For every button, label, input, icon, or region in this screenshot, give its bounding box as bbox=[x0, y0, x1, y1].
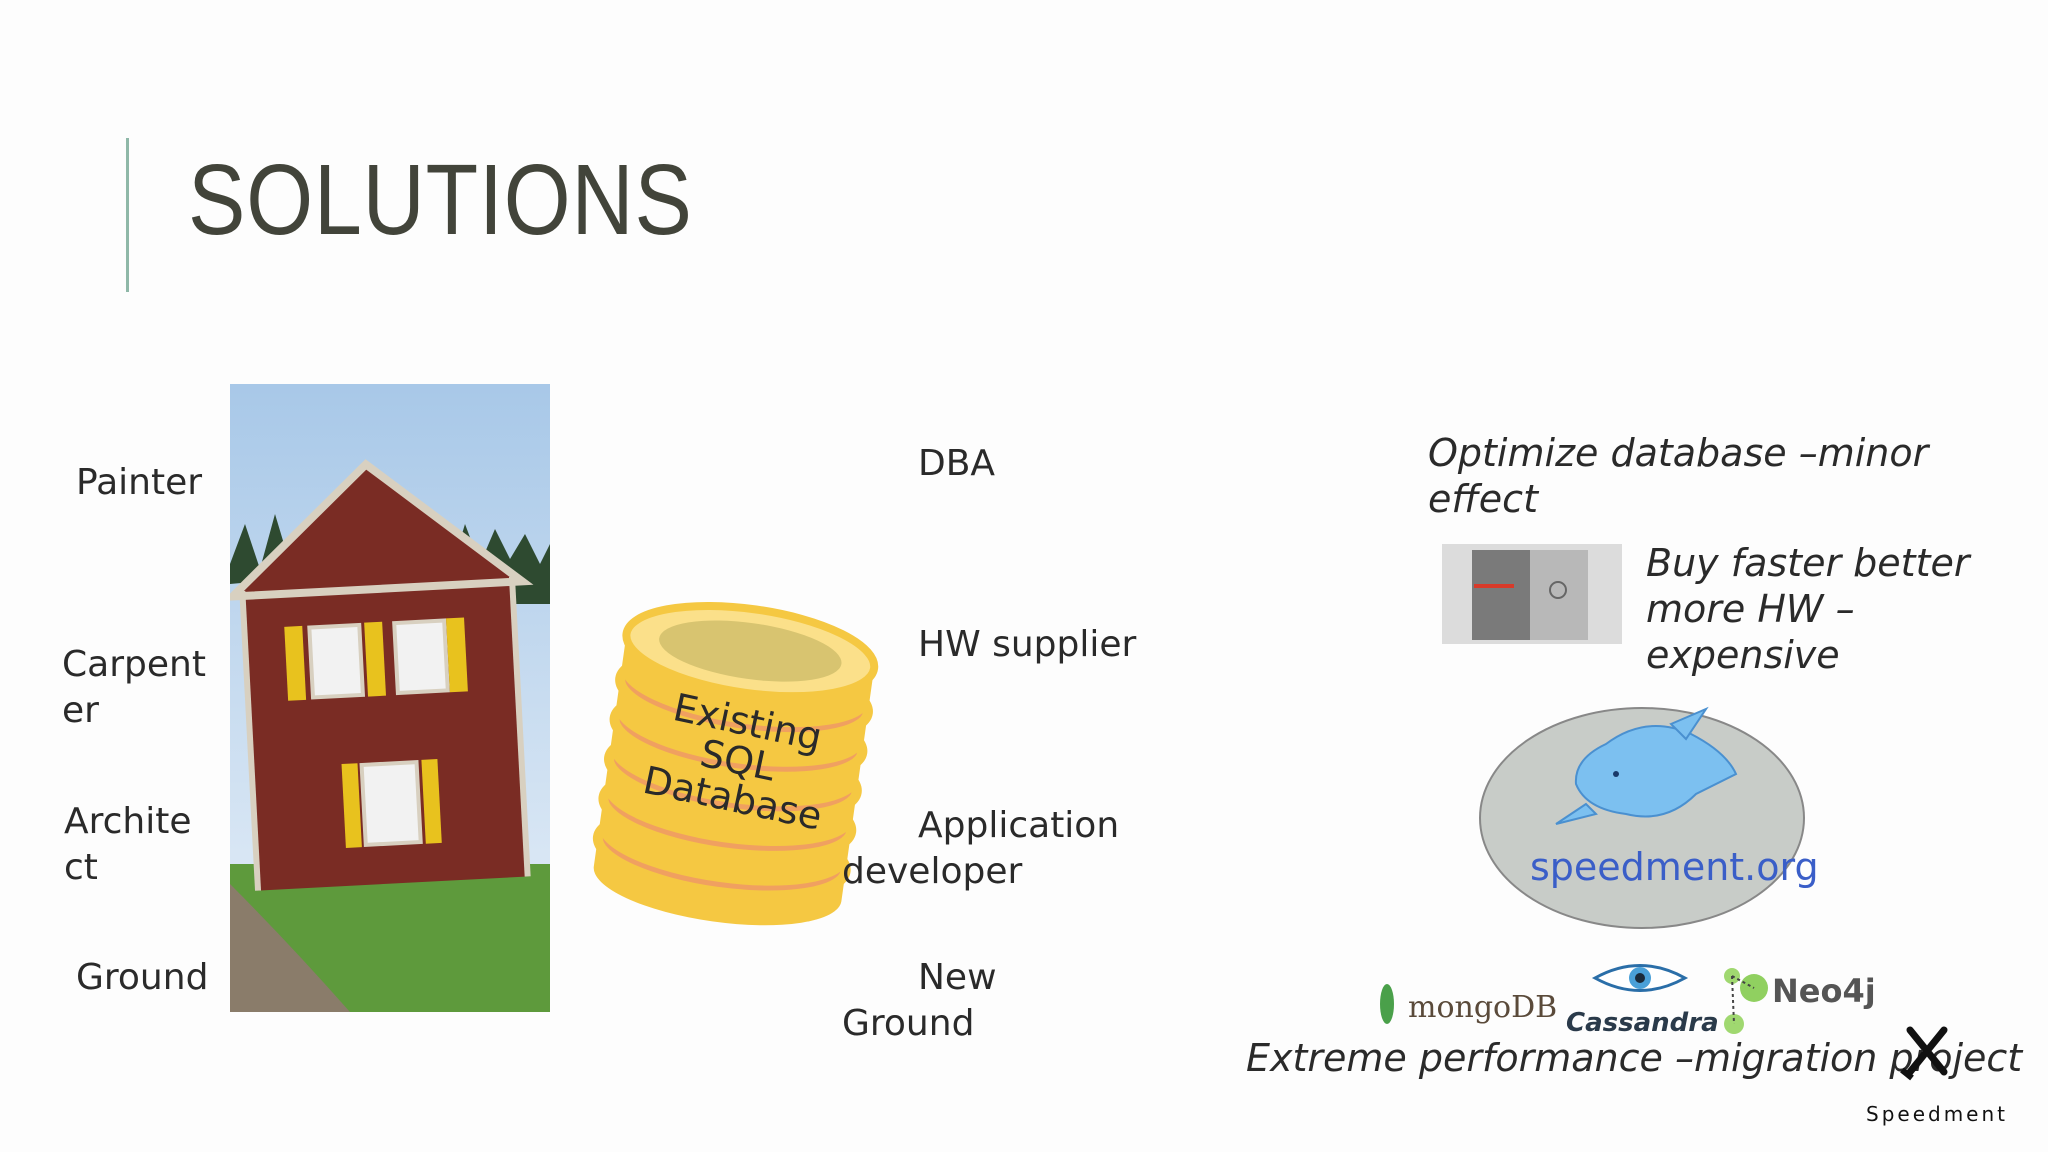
solution-buy-hardware: Buy faster better more HW – expensive bbox=[1646, 541, 1970, 677]
mongodb-leaf-icon bbox=[1380, 984, 1394, 1024]
mongodb-logo: mongoDB bbox=[1408, 990, 1558, 1025]
cassandra-eye-icon bbox=[1590, 958, 1690, 1002]
speedment-dolphin-bubble bbox=[1476, 704, 1808, 932]
solution-extreme-performance: Extreme performance –migration project bbox=[1246, 1036, 2023, 1080]
speedment-brand-text: Speedment bbox=[1866, 1102, 2008, 1126]
solution-optimize-database: Optimize database –minor effect bbox=[1428, 431, 1929, 521]
existing-sql-database-icon: Existing SQL Database bbox=[570, 575, 900, 945]
label-ground: Ground bbox=[76, 957, 209, 998]
role-new-ground: New Ground bbox=[842, 957, 997, 1044]
crooked-house-photo bbox=[230, 384, 550, 1012]
label-architect: Architect bbox=[64, 801, 192, 888]
cassandra-logo: Cassandra bbox=[1566, 1008, 1719, 1038]
title-accent-bar bbox=[126, 138, 129, 292]
speedment-brand-logo: Speedment bbox=[1862, 1010, 2005, 1130]
label-carpenter: Carpenter bbox=[62, 644, 206, 731]
speedment-org-link[interactable]: speedment.org bbox=[1530, 845, 1819, 889]
role-dba: DBA bbox=[918, 443, 996, 484]
role-application-developer: Application developer bbox=[842, 805, 1120, 892]
server-hardware-image bbox=[1442, 544, 1622, 644]
nosql-logos-row: mongoDB Cassandra Neo4j bbox=[1380, 958, 1880, 1038]
role-hw-supplier: HW supplier bbox=[918, 624, 1137, 665]
label-painter: Painter bbox=[76, 462, 203, 503]
neo4j-logo: Neo4j bbox=[1772, 972, 1876, 1010]
slide-title: SOLUTIONS bbox=[188, 144, 693, 256]
neo4j-graph-icon bbox=[1720, 966, 1770, 1040]
